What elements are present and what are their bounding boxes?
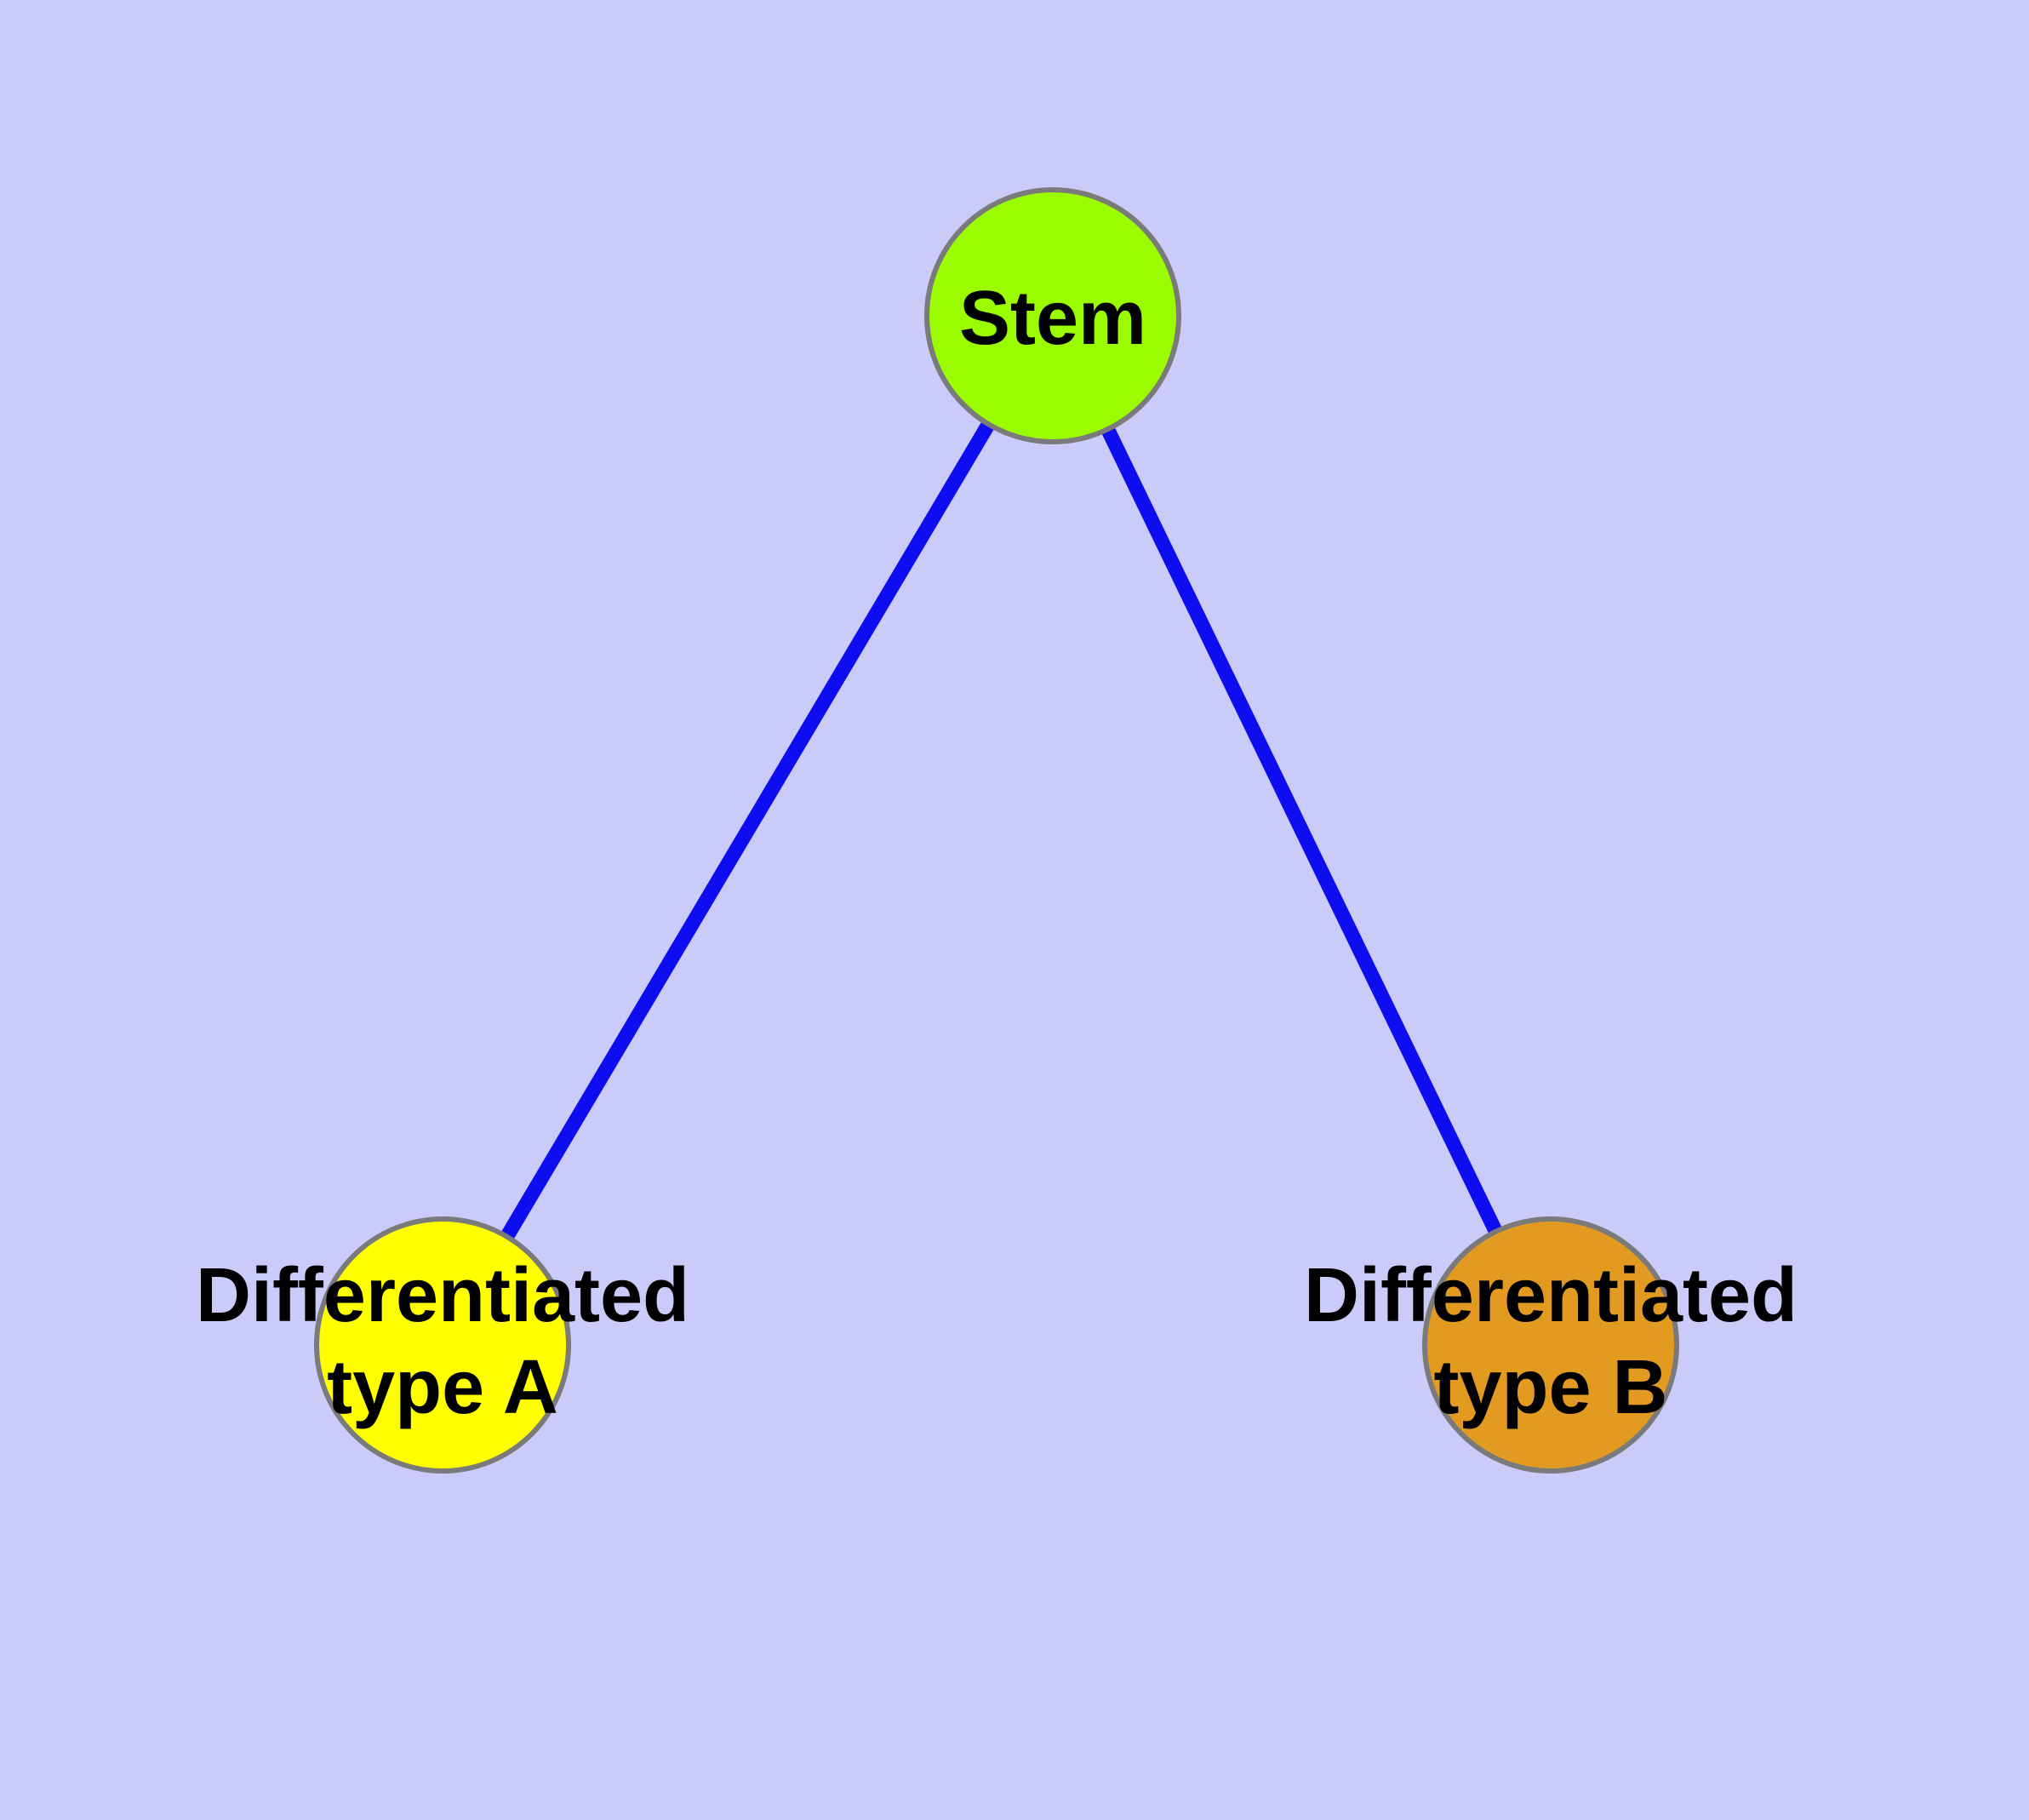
edge-stem-to-type-b — [1046, 312, 1557, 1348]
node-differentiated-type-a — [314, 1216, 571, 1474]
edge-stem-to-type-a — [436, 312, 1060, 1349]
node-stem-label: Stem — [959, 276, 1146, 361]
node-type-b-label-line1: Differentiated — [1304, 1253, 1798, 1338]
node-type-b-label-line2: type B — [1433, 1345, 1667, 1430]
node-type-a-label-line1: Differentiated — [196, 1253, 689, 1338]
node-type-a-label-line2: type A — [327, 1345, 558, 1430]
node-differentiated-type-b — [1422, 1216, 1679, 1474]
node-stem — [924, 187, 1181, 444]
